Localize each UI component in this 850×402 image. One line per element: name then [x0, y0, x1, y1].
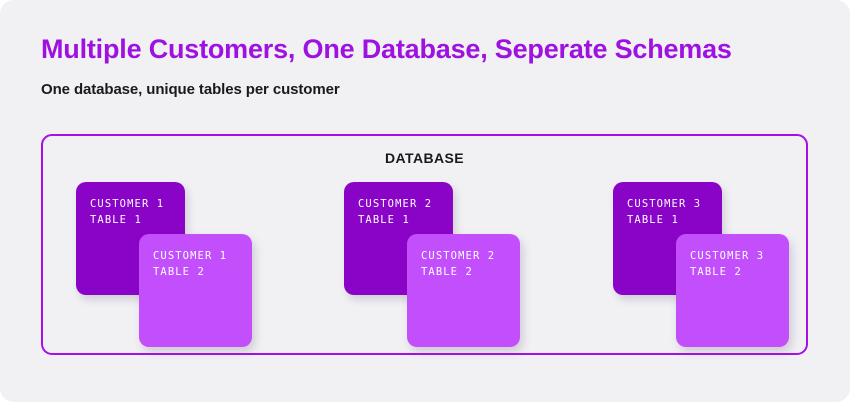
- card-line-1: CUSTOMER 1: [90, 198, 165, 210]
- card-line-1: CUSTOMER 1: [153, 250, 228, 262]
- card-line-1: CUSTOMER 2: [421, 250, 496, 262]
- database-label: DATABASE: [385, 150, 464, 166]
- page-subtitle: One database, unique tables per customer: [41, 81, 340, 98]
- table-card-customer-1-table-2[interactable]: CUSTOMER 1 TABLE 2: [139, 234, 252, 347]
- table-card-customer-3-table-2[interactable]: CUSTOMER 3 TABLE 2: [676, 234, 789, 347]
- database-container: DATABASE CUSTOMER 1 TABLE 1 CUSTOMER 1 T…: [41, 134, 808, 355]
- card-line-1: CUSTOMER 3: [627, 198, 702, 210]
- card-line-2: TABLE 1: [90, 214, 142, 226]
- page-title: Multiple Customers, One Database, Sepera…: [41, 34, 732, 64]
- card-line-1: CUSTOMER 3: [690, 250, 765, 262]
- card-line-1: CUSTOMER 2: [358, 198, 433, 210]
- customer-group-1: CUSTOMER 1 TABLE 1 CUSTOMER 1 TABLE 2: [76, 182, 252, 347]
- table-card-customer-2-table-2[interactable]: CUSTOMER 2 TABLE 2: [407, 234, 520, 347]
- card-line-2: TABLE 2: [153, 266, 205, 278]
- card-line-2: TABLE 1: [358, 214, 410, 226]
- customer-group-3: CUSTOMER 3 TABLE 1 CUSTOMER 3 TABLE 2: [613, 182, 789, 347]
- card-line-2: TABLE 2: [690, 266, 742, 278]
- card-line-2: TABLE 1: [627, 214, 679, 226]
- card-line-2: TABLE 2: [421, 266, 473, 278]
- customer-group-2: CUSTOMER 2 TABLE 1 CUSTOMER 2 TABLE 2: [344, 182, 520, 347]
